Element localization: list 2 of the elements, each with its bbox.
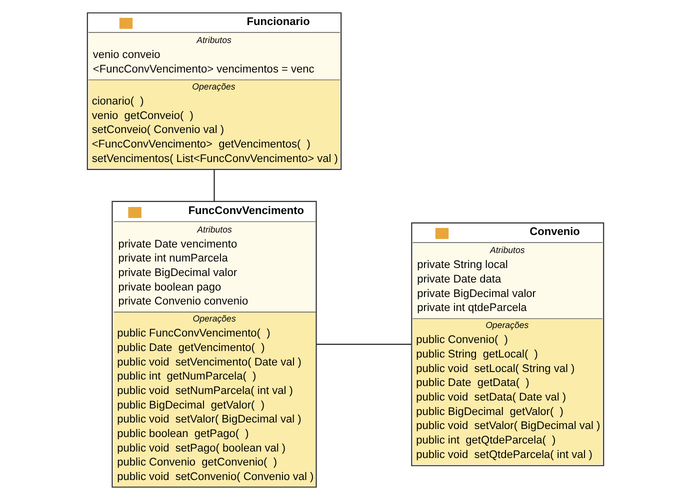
connector [213, 170, 214, 202]
connector [316, 344, 411, 345]
